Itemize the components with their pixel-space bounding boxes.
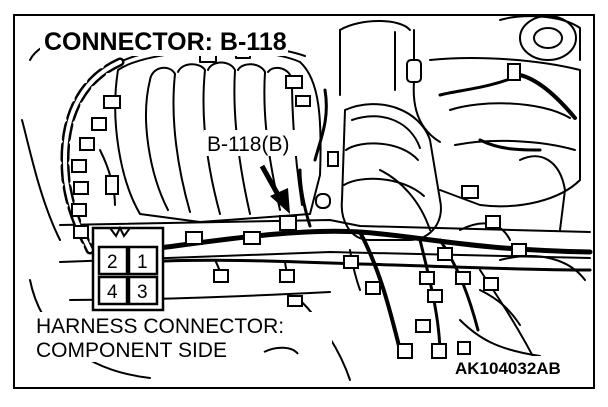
pin-cell-4 <box>97 275 129 306</box>
pin-cell-3 <box>127 275 159 306</box>
pin-cell-1 <box>127 245 159 276</box>
callout-arrow <box>259 164 290 214</box>
diagram-title: CONNECTOR: B-118 <box>44 28 287 56</box>
connector-face-diagram: 2 1 4 3 <box>91 225 165 312</box>
harness-connectors <box>71 63 527 359</box>
pin-number-3: 3 <box>137 282 148 303</box>
figure-code: AK104032AB <box>455 359 561 378</box>
engine-illustration <box>21 15 591 381</box>
b118-connector <box>279 215 297 231</box>
caption-line-2: COMPONENT SIDE <box>36 339 227 362</box>
pin-cell-2 <box>97 245 129 276</box>
pin-number-1: 1 <box>137 252 148 273</box>
pin-number-4: 4 <box>107 282 118 303</box>
caption-line-1: HARNESS CONNECTOR: <box>36 315 284 338</box>
wiring-harness <box>60 57 593 357</box>
pin-number-2: 2 <box>107 252 118 273</box>
callout-label: B-118(B) <box>207 133 289 156</box>
caption-squiggle <box>263 346 299 355</box>
